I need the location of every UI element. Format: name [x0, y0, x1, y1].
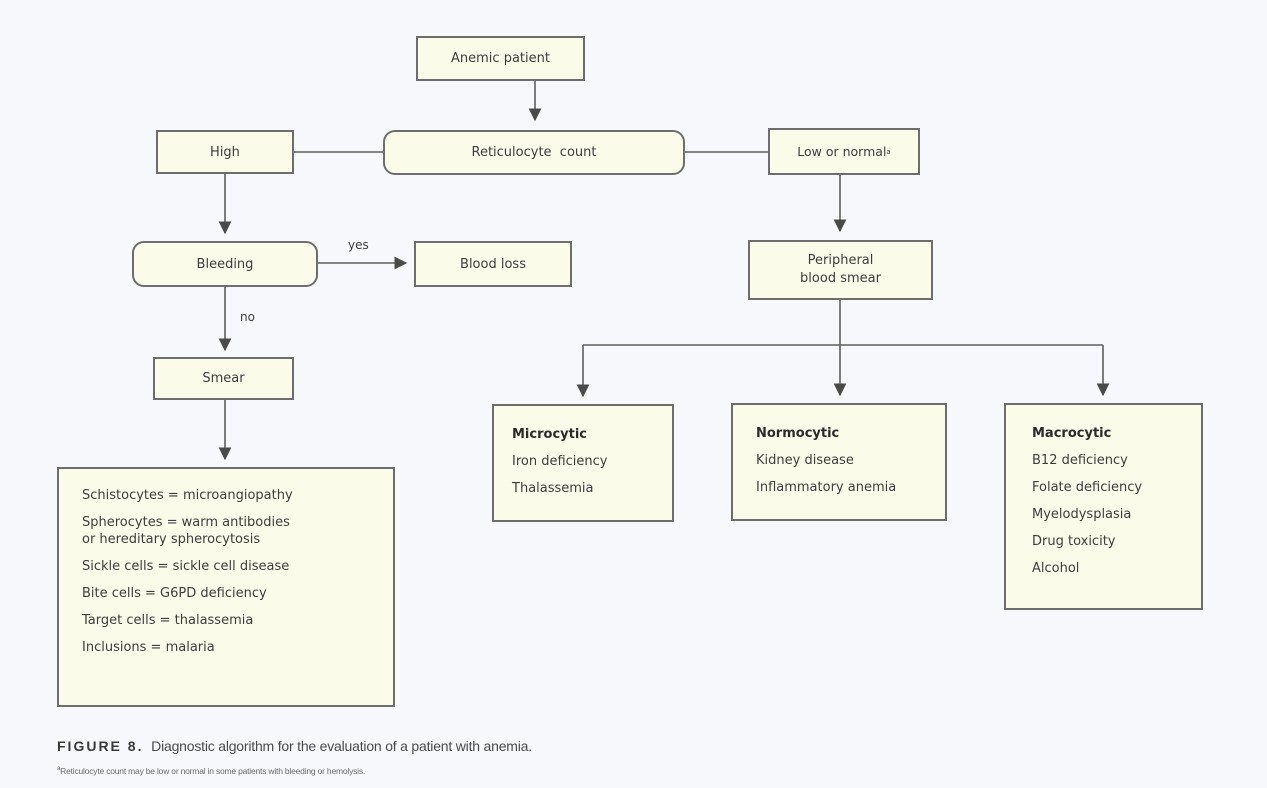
node-blood-loss-label: Blood loss: [460, 256, 526, 272]
finding-sickle-cells: Sickle cells = sickle cell disease: [82, 559, 290, 574]
microcytic-box: Microcytic Iron deficiency Thalassemia: [492, 404, 674, 522]
node-low-or-normal-label: Low or normal: [797, 144, 887, 159]
finding-spherocytes: Spherocytes = warm antibodies: [82, 515, 290, 530]
node-bleeding-label: Bleeding: [196, 256, 254, 272]
node-reticulocyte-count-label: Reticulocyte count: [471, 145, 597, 160]
node-anemic-patient: Anemic patient: [416, 36, 585, 81]
macrocytic-item: Alcohol: [1032, 561, 1080, 576]
footnote-mark: a: [886, 147, 891, 156]
node-bleeding: Bleeding: [132, 241, 318, 287]
normocytic-item: Kidney disease: [756, 453, 854, 468]
finding-schistocytes: Schistocytes = microangiopathy: [82, 488, 293, 503]
node-peripheral-blood-smear: Peripheral blood smear: [748, 240, 933, 300]
node-peripheral-label-line2: blood smear: [800, 271, 881, 286]
normocytic-title: Normocytic: [756, 426, 840, 441]
macrocytic-item: Myelodysplasia: [1032, 507, 1132, 522]
node-peripheral-label-line1: Peripheral: [807, 253, 874, 269]
macrocytic-item: Folate deficiency: [1032, 480, 1143, 495]
microcytic-item: Thalassemia: [512, 481, 594, 496]
finding-bite-cells: Bite cells = G6PD deficiency: [82, 586, 267, 601]
figure-caption-text: Diagnostic algorithm for the evaluation …: [151, 738, 532, 754]
footnote-text: Reticulocyte count may be low or normal …: [60, 766, 366, 776]
node-high: High: [156, 130, 294, 174]
figure-caption: FIGURE 8. Diagnostic algorithm for the e…: [57, 738, 532, 754]
node-smear-label: Smear: [202, 371, 245, 386]
finding-spherocytes-cont: or hereditary spherocytosis: [82, 532, 261, 547]
microcytic-item: Iron deficiency: [512, 454, 608, 469]
macrocytic-box: Macrocytic B12 deficiency Folate deficie…: [1004, 403, 1203, 610]
node-blood-loss: Blood loss: [414, 241, 572, 287]
macrocytic-item: B12 deficiency: [1032, 453, 1128, 468]
macrocytic-title: Macrocytic: [1032, 426, 1112, 441]
normocytic-item: Inflammatory anemia: [756, 480, 897, 495]
normocytic-box: Normocytic Kidney disease Inflammatory a…: [731, 403, 947, 521]
macrocytic-item: Drug toxicity: [1032, 534, 1116, 549]
node-reticulocyte-count: Reticulocyte count: [383, 130, 685, 175]
edge-label-yes: yes: [348, 238, 369, 252]
finding-target-cells: Target cells = thalassemia: [82, 613, 254, 628]
edge-label-no: no: [240, 310, 255, 324]
node-high-label: High: [210, 144, 240, 160]
figure-label: FIGURE 8.: [57, 738, 144, 754]
node-smear: Smear: [153, 357, 294, 400]
smear-findings-box: Schistocytes = microangiopathy Spherocyt…: [57, 467, 395, 707]
node-anemic-patient-label: Anemic patient: [451, 51, 550, 66]
microcytic-title: Microcytic: [512, 427, 587, 442]
footnote: aReticulocyte count may be low or normal…: [57, 766, 365, 776]
finding-inclusions: Inclusions = malaria: [82, 640, 215, 655]
footnote-marker: a: [57, 766, 61, 773]
